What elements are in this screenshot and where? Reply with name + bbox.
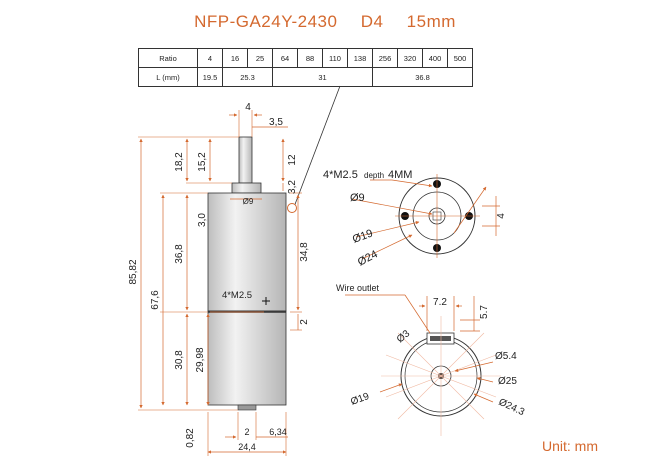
rear-d25: Ø25 (498, 376, 517, 387)
front-d9: Ø9 (350, 192, 365, 204)
dimension-lines (139, 113, 300, 454)
side-view-labels: 4 3,5 Ø9 4*M2.5 2 6,34 24,4 85,82 67,6 1… (128, 102, 310, 452)
dim-bottom-2: 2 (244, 427, 249, 437)
dim-2998: 29,98 (195, 347, 206, 372)
front-depth-label: depth (364, 171, 384, 180)
wire-outlet-label: Wire outlet (336, 283, 380, 293)
model-name: NFP-GA24Y-2430 (194, 12, 338, 31)
rear-w72: 7.2 (433, 297, 447, 308)
front-d24: Ø24 (356, 248, 380, 268)
rear-w57: 5.7 (479, 305, 490, 319)
connector-pins (430, 336, 451, 341)
dim-bottom-634: 6,34 (269, 427, 287, 437)
dim-30: 3,0 (197, 213, 208, 227)
dim-676: 67,6 (150, 290, 161, 310)
side-view (207, 136, 287, 411)
drawing-title: NFP-GA24Y-2430 D4 15mm (0, 12, 650, 32)
leader-line (293, 85, 341, 208)
extension-lines (138, 110, 302, 456)
dim-32: 3,2 (287, 180, 298, 194)
front-view: 4*M2.5 depth 4MM Ø9 Ø19 Ø24 4 (323, 169, 507, 269)
rear-d243: Ø24.3 (497, 397, 527, 419)
shaft-boss (231, 182, 262, 194)
rear-d19: Ø19 (349, 391, 371, 408)
dim-348: 34,8 (299, 242, 310, 262)
reference-circle (287, 203, 297, 213)
shaft-length: 15mm (406, 12, 456, 31)
dim-shaft-dia: 3,5 (269, 117, 283, 128)
dim-12: 12 (287, 154, 298, 166)
front-d19: Ø19 (351, 227, 375, 245)
length-cell: 19.5 (197, 67, 223, 87)
front-flat: 4 (496, 213, 507, 219)
front-depth-value: 4MM (388, 169, 412, 181)
dim-082: 0,82 (185, 428, 196, 448)
length-row: L (mm) 19.5 25.3 31 36.8 (138, 67, 473, 87)
screw-mark (262, 297, 270, 305)
dim-308: 30,8 (174, 350, 185, 370)
rear-d3: Ø3 (395, 328, 413, 345)
rear-view: Wire outlet 7.2 5.7 Ø3 Ø5.4 Ø25 Ø24.3 Ø1… (336, 283, 526, 436)
dim-152: 15,2 (197, 152, 208, 172)
dim-total-length: 85,82 (128, 259, 139, 284)
motor-body (207, 310, 287, 406)
front-screw-spec: 4*M2.5 (323, 169, 358, 181)
terminal-block (237, 404, 257, 411)
dim-182: 18,2 (174, 152, 185, 172)
length-cell: 36.8 (372, 67, 473, 87)
dim-boss-dia: Ø9 (243, 197, 254, 206)
dim-2: 2 (299, 319, 310, 325)
dim-368: 36,8 (174, 244, 185, 264)
variant-code: D4 (360, 12, 384, 31)
rear-d54: Ø5.4 (495, 351, 517, 362)
unit-label: Unit: mm (542, 438, 598, 454)
dim-shaft-flat: 4 (245, 102, 251, 113)
dim-bottom-244: 24,4 (238, 442, 256, 452)
output-shaft (238, 136, 253, 184)
ratio-cell: 500 (447, 48, 473, 68)
ratio-length-table: Ratio 4 16 25 64 88 110 138 256 320 400 … (138, 48, 473, 87)
gearbox-body (207, 192, 287, 312)
dim-side-screw: 4*M2.5 (222, 290, 252, 301)
